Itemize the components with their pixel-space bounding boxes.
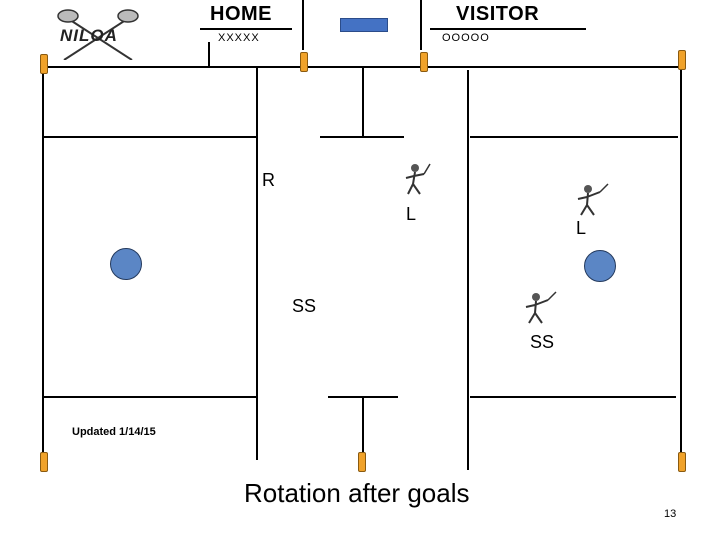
right-goal-ball bbox=[584, 250, 616, 282]
visitor-score: OOOOO bbox=[442, 32, 490, 44]
cone-marker bbox=[358, 452, 366, 472]
lacrosse-player-icon bbox=[525, 291, 557, 324]
page-number: 13 bbox=[664, 508, 677, 520]
restraining-line-bottom-right bbox=[470, 396, 676, 398]
niloa-logo: NILOA bbox=[50, 6, 146, 61]
cone-marker bbox=[300, 52, 308, 72]
home-label: HOME bbox=[210, 3, 272, 25]
wing-line-bottom-vertical bbox=[362, 396, 364, 460]
lacrosse-player-icon bbox=[405, 163, 431, 195]
bench-divider bbox=[208, 42, 210, 68]
scoreboard-bar bbox=[340, 18, 388, 32]
slide-title: Rotation after goals bbox=[244, 478, 470, 508]
cone-marker bbox=[678, 452, 686, 472]
logo-text: NILOA bbox=[60, 26, 118, 45]
left-goal-ball bbox=[110, 248, 142, 280]
position-label-r: R bbox=[262, 170, 275, 190]
bench-divider bbox=[420, 0, 422, 50]
restraining-line-bottom-left bbox=[44, 396, 256, 398]
cone-marker bbox=[420, 52, 428, 72]
restraining-line-top-right bbox=[470, 136, 678, 138]
box-line-right-vertical bbox=[467, 70, 469, 470]
field-left-endline bbox=[42, 66, 44, 462]
visitor-label: VISITOR bbox=[456, 3, 540, 25]
cone-marker bbox=[40, 452, 48, 472]
position-label-l-right: L bbox=[576, 218, 587, 238]
updated-date: Updated 1/14/15 bbox=[72, 426, 156, 438]
home-score: XXXXX bbox=[218, 32, 260, 44]
cone-marker bbox=[40, 54, 48, 74]
position-label-ss-right: SS bbox=[530, 332, 555, 352]
restraining-line-top-left bbox=[44, 136, 256, 138]
position-label-ss-left: SS bbox=[292, 296, 317, 316]
position-label-l-center: L bbox=[406, 204, 417, 224]
field-right-endline bbox=[680, 66, 682, 462]
box-line-left-vertical bbox=[256, 66, 258, 460]
home-underline bbox=[200, 28, 292, 30]
wing-line-top-center bbox=[320, 136, 404, 138]
lacrosse-player-icon bbox=[577, 183, 609, 216]
wing-line-left bbox=[362, 66, 364, 138]
bench-divider bbox=[302, 0, 304, 50]
cone-marker bbox=[678, 50, 686, 70]
visitor-underline bbox=[430, 28, 586, 30]
crossed-sticks-icon bbox=[57, 9, 139, 61]
